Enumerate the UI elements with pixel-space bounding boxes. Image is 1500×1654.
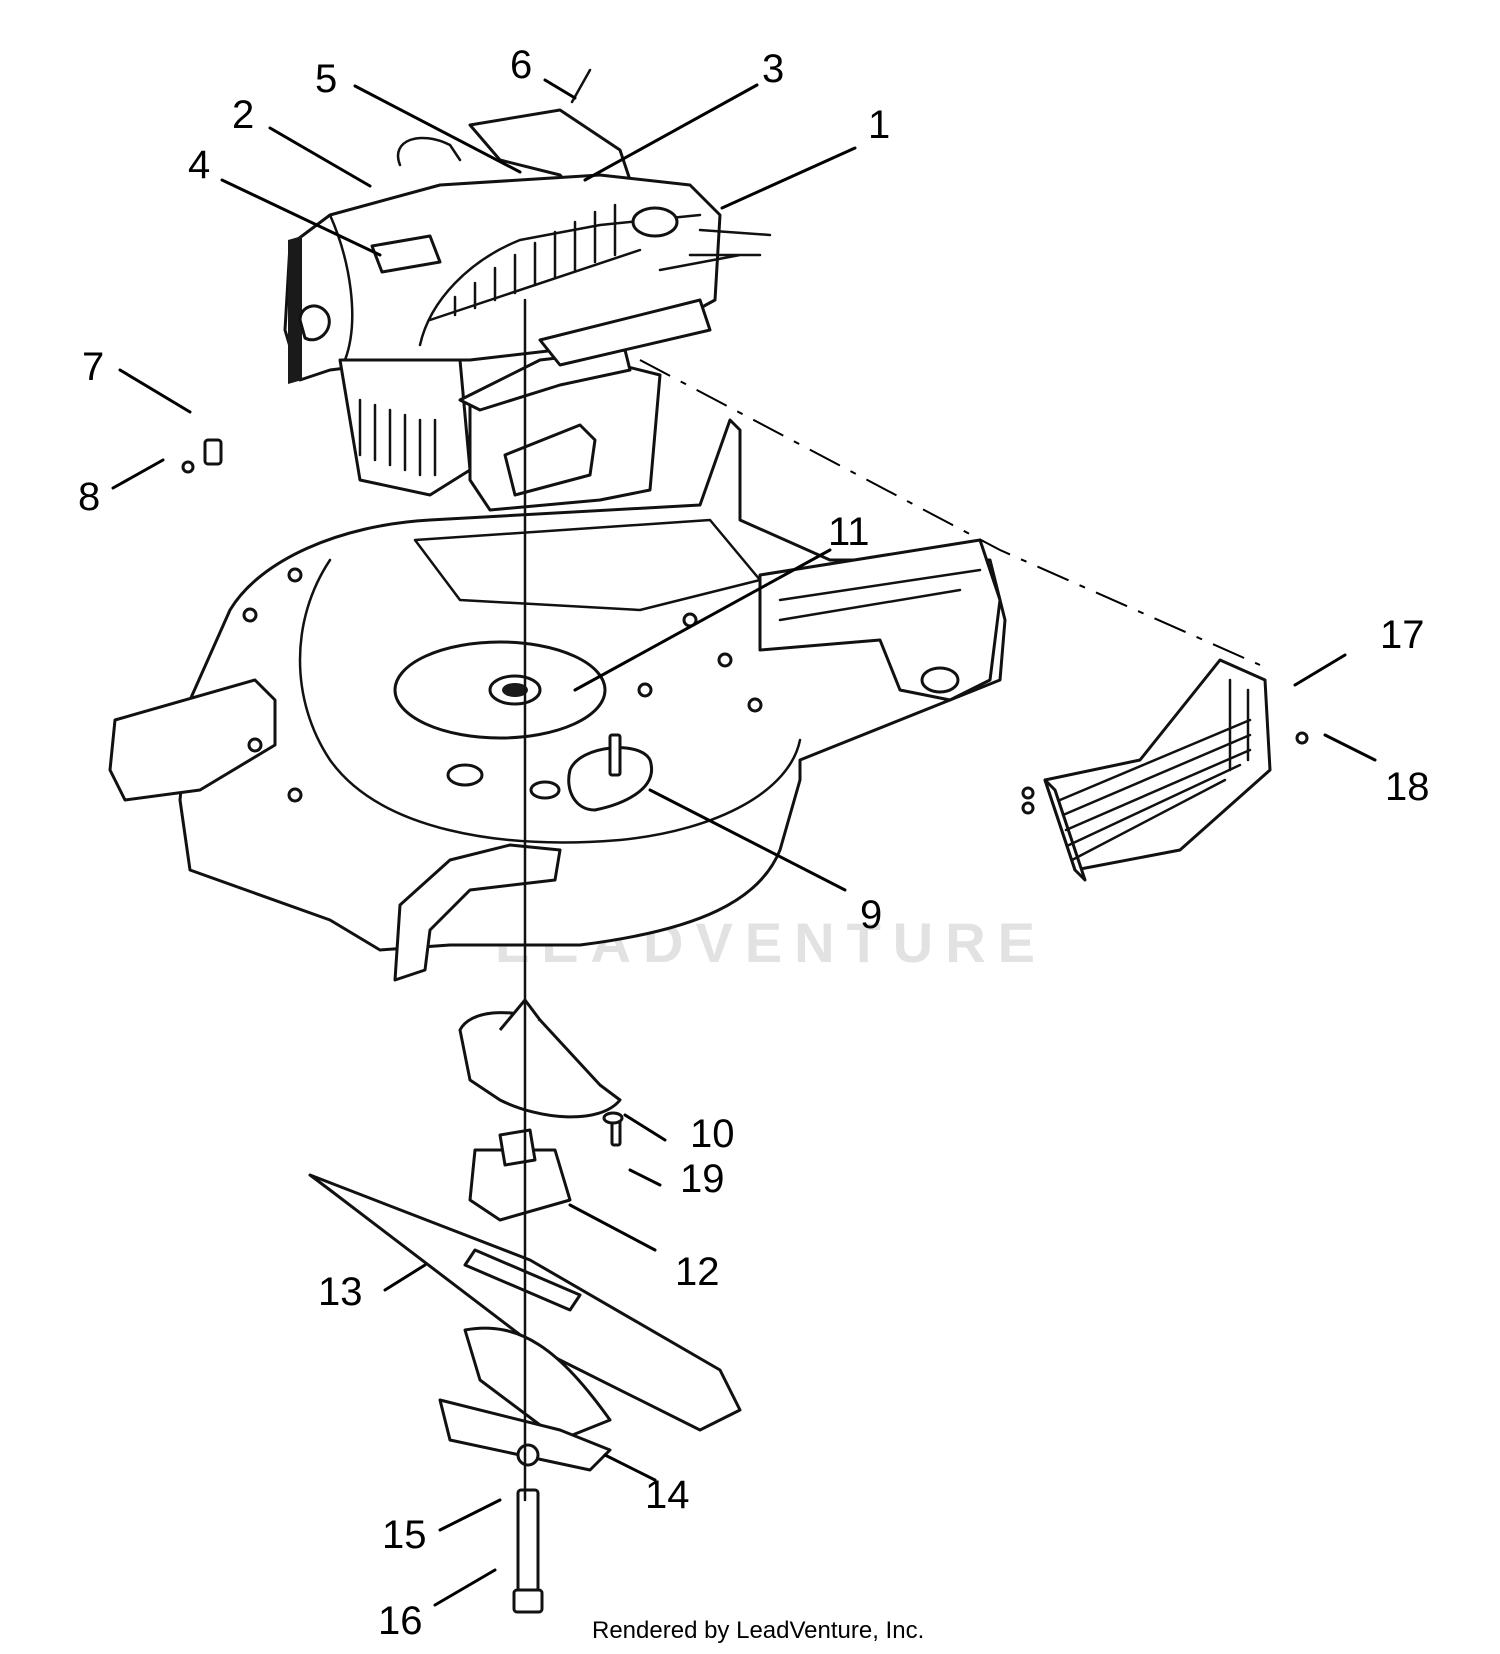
engine-cooling-slots (453, 203, 617, 317)
render-credit: Rendered by LeadVenture, Inc. (592, 1617, 924, 1644)
callout-12: 12 (675, 1250, 720, 1294)
callout-3: 3 (762, 47, 784, 91)
callout-19: 19 (680, 1157, 725, 1201)
leader-lines (111, 78, 1377, 1607)
callout-7: 7 (82, 345, 104, 389)
callout-8: 8 (78, 475, 100, 519)
callout-4: 4 (188, 143, 210, 187)
callout-18: 18 (1385, 765, 1430, 809)
callout-11: 11 (828, 510, 870, 554)
brackets-7-8 (181, 438, 223, 474)
callout-2: 2 (232, 93, 254, 137)
mower-deck (108, 418, 1007, 982)
callout-14: 14 (645, 1473, 690, 1517)
callout-13: 13 (318, 1270, 363, 1314)
callout-labels: 1 2 3 4 5 6 7 8 9 10 11 12 13 14 15 16 1… (78, 43, 1430, 1643)
rear-guard-slats (1058, 678, 1252, 862)
callout-15: 15 (382, 1513, 427, 1557)
callout-1: 1 (868, 103, 890, 147)
callout-10: 10 (690, 1112, 735, 1156)
callout-5: 5 (315, 57, 337, 101)
engine-assembly (283, 108, 772, 512)
callout-17: 17 (1380, 613, 1425, 657)
callout-6: 6 (510, 43, 532, 87)
rear-guard (1021, 658, 1309, 882)
engine-fins (358, 398, 437, 477)
callout-9: 9 (860, 893, 882, 937)
callout-16: 16 (378, 1599, 423, 1643)
